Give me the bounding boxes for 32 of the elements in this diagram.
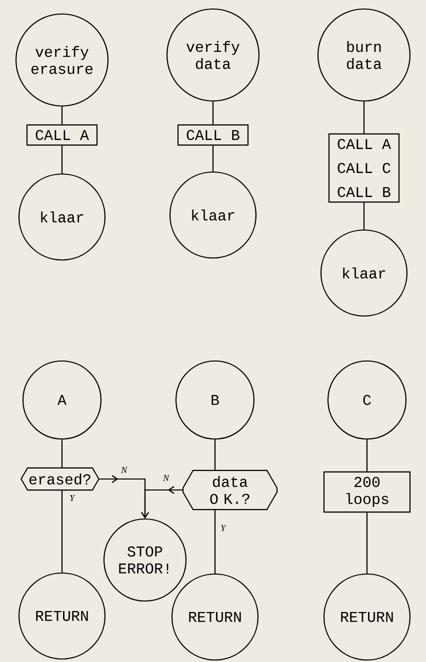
circle-node: klaar <box>169 171 257 259</box>
circle-node: RETURN <box>323 573 411 661</box>
circle-node: RETURN <box>18 572 106 660</box>
connector <box>141 486 182 518</box>
connector <box>61 146 63 174</box>
connector <box>212 146 214 172</box>
circle-node: klaar <box>18 173 106 261</box>
circle-node: burn data <box>317 8 411 102</box>
circle-node: klaar <box>320 229 408 317</box>
connector <box>214 510 216 574</box>
connector <box>366 512 368 574</box>
connector <box>363 102 365 134</box>
decision-hexagon: erased? <box>20 467 100 491</box>
circle-node: B <box>175 360 255 440</box>
process-box: 200 loops <box>323 471 411 513</box>
connector <box>212 102 214 124</box>
connector <box>61 106 63 124</box>
circle-node: RETURN <box>171 573 259 661</box>
connector <box>363 202 365 230</box>
connector <box>61 490 63 572</box>
connector <box>61 440 63 468</box>
circle-node: A <box>22 360 102 440</box>
circle-node: C <box>327 360 407 440</box>
connector <box>214 440 216 470</box>
decision-hexagon: data O K.? <box>182 470 278 510</box>
process-box: CALL A CALL C CALL B <box>328 133 400 203</box>
connector <box>366 440 368 472</box>
circle-node: STOP ERROR! <box>103 518 187 602</box>
circle-node: verify erasure <box>15 13 109 107</box>
process-box: CALL B <box>177 124 249 146</box>
circle-node: verify data <box>166 8 260 102</box>
process-box: CALL A <box>26 124 98 146</box>
